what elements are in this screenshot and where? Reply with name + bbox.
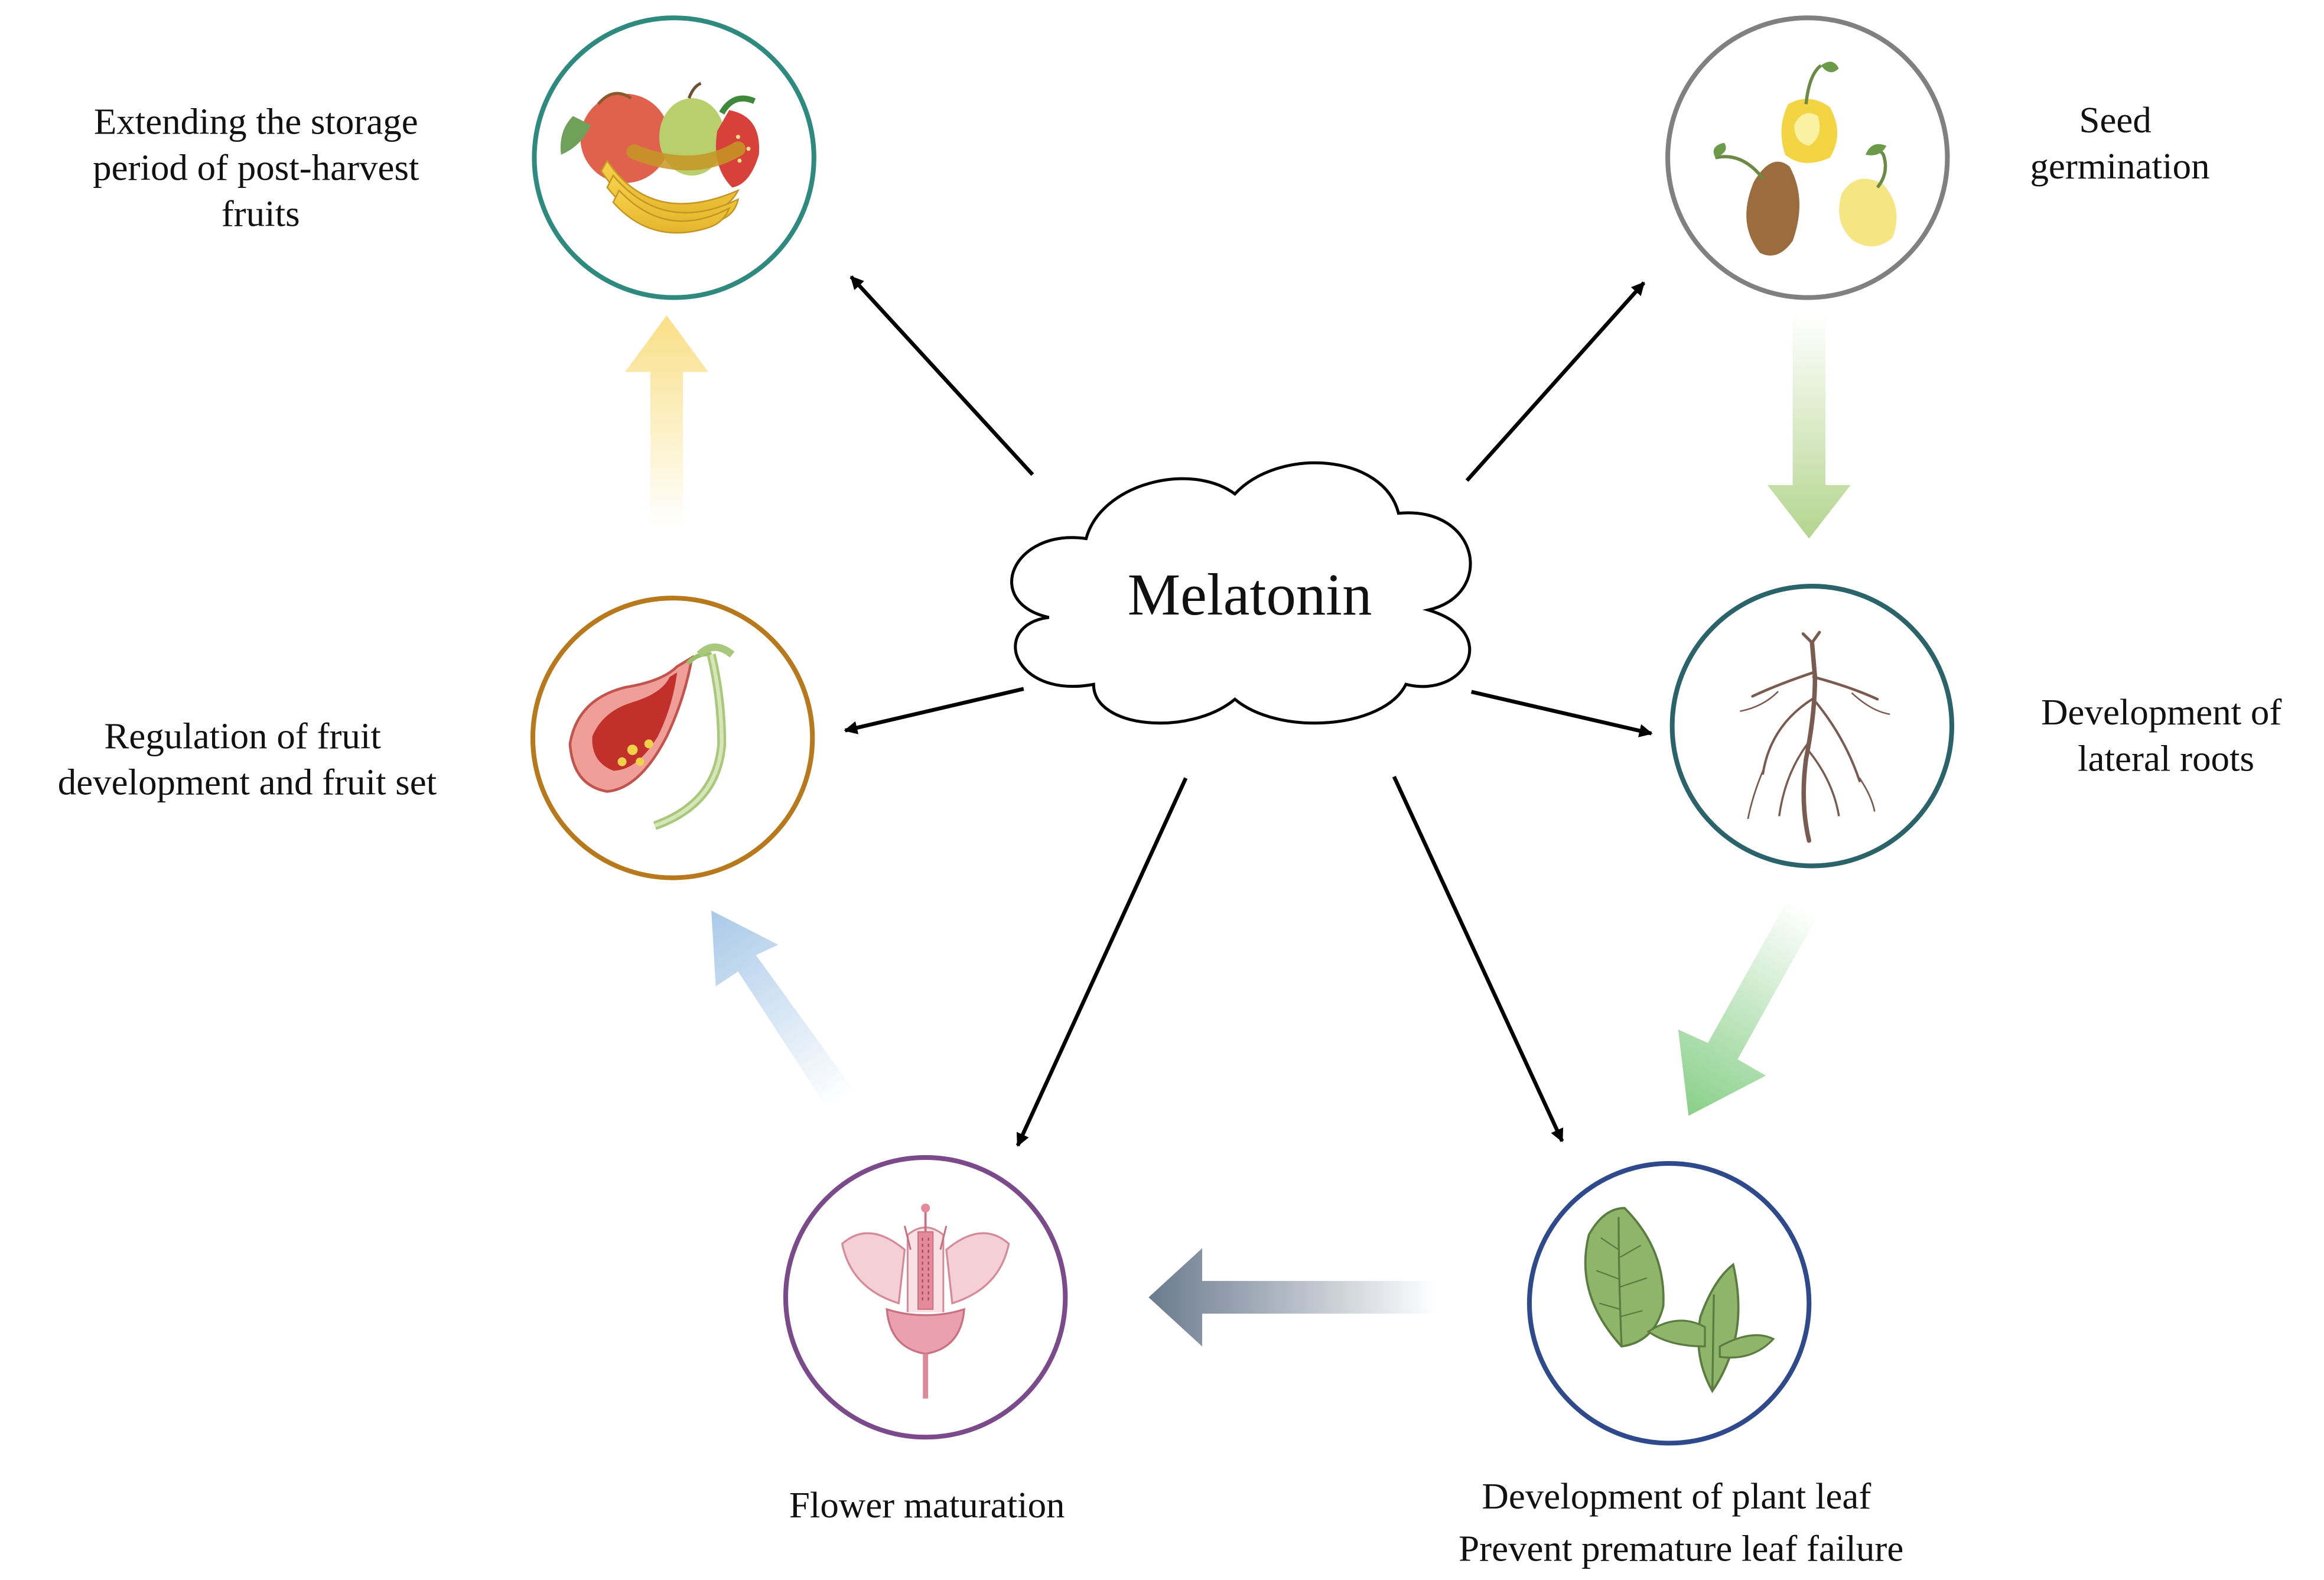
roots-label: Development of lateral roots (2041, 691, 2291, 779)
flower-icon (841, 1203, 1010, 1399)
flow-arrow-flower-to-fruitset (711, 910, 854, 1108)
melatonin-label: Melatonin (1128, 561, 1372, 628)
flow-arrow-leaf-to-flower (1148, 1248, 1436, 1347)
arrow-to-flower (1015, 777, 1188, 1147)
arrow-to-fruitset (844, 687, 1024, 734)
melatonin-cloud (1010, 461, 1472, 725)
flow-arrow-roots-to-leaf (1678, 898, 1818, 1116)
arrow-to-roots (1470, 690, 1653, 737)
fruitset-ring (530, 596, 815, 880)
fruits-label: Extending the storage period of post-har… (93, 101, 428, 235)
flower-label: Flower maturation (789, 1484, 1065, 1526)
leaf-label: Development of plant leaf Prevent premat… (1459, 1475, 1903, 1569)
germinating-seed-icon (1713, 61, 1897, 256)
flow-arrows (625, 315, 1851, 1347)
leaf-ring (1526, 1160, 1812, 1446)
leaf-icon (1584, 1207, 1775, 1393)
root-icon (1740, 630, 1890, 843)
arrow-to-fruits (849, 275, 1034, 476)
flow-arrow-seed-to-roots (1767, 315, 1851, 539)
arrow-to-leaf (1392, 775, 1564, 1143)
flow-arrow-fruitset-to-fruits (625, 315, 709, 528)
effect-arrows (844, 275, 1653, 1147)
papaya-icon (568, 643, 735, 830)
fruitset-label: Regulation of fruit development and frui… (58, 715, 437, 802)
seed-label: Seed germination (2030, 99, 2209, 187)
fruit-basket-icon (560, 82, 760, 234)
arrow-to-seed (1465, 281, 1646, 482)
